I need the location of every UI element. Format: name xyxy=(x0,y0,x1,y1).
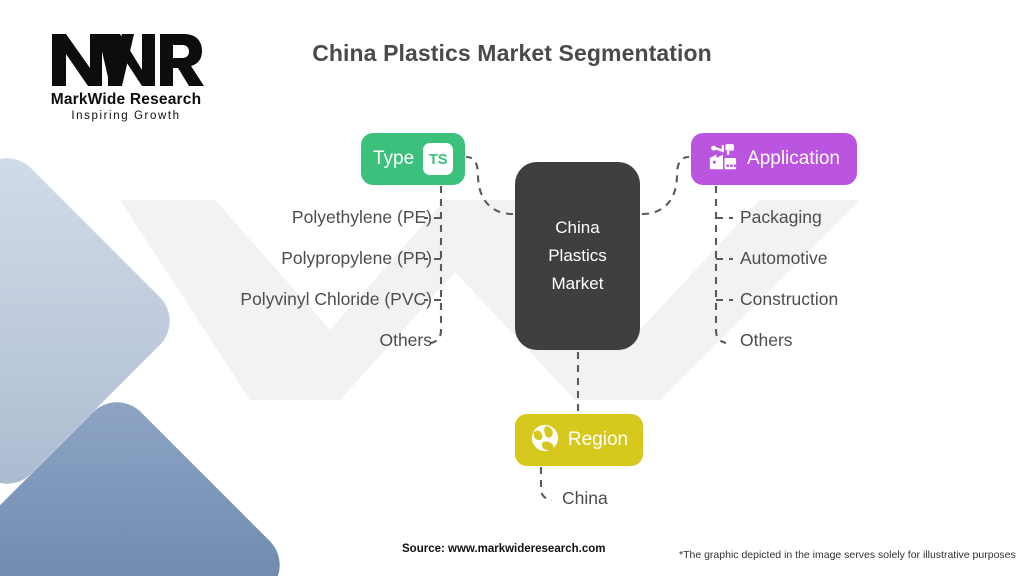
logo-company-name: MarkWide Research xyxy=(50,91,202,108)
center-node-line-3: Market xyxy=(551,274,604,293)
branch-node-type[interactable]: Type TS xyxy=(361,133,465,185)
leaf-application-3: Construction xyxy=(740,289,839,309)
leaf-type-2: Polypropylene (PP) xyxy=(281,248,432,268)
connector-region-spine xyxy=(539,467,553,502)
factory-robot-icon xyxy=(708,142,738,177)
ts-badge-icon: TS xyxy=(423,143,453,175)
connector-type-spine xyxy=(430,186,443,345)
leaf-type-1: Polyethylene (PE) xyxy=(291,207,432,227)
leaf-application-1: Packaging xyxy=(740,207,822,227)
logo-tagline: Inspiring Growth xyxy=(71,110,181,122)
branch-node-region[interactable]: Region xyxy=(515,414,643,466)
leaf-region-1: China xyxy=(562,488,608,508)
leaf-application-4: Others xyxy=(740,330,793,350)
page-title: China Plastics Market Segmentation xyxy=(312,40,712,66)
globe-icon xyxy=(530,423,560,458)
leaf-type-3: Polyvinyl Chloride (PVC) xyxy=(240,289,432,309)
center-node[interactable]: China Plastics Market xyxy=(515,162,640,350)
branch-label-region: Region xyxy=(567,429,629,450)
source-credit: Source: www.markwideresearch.com xyxy=(402,543,606,555)
branch-node-application[interactable]: Application xyxy=(691,133,857,185)
disclaimer-note: *The graphic depicted in the image serve… xyxy=(679,549,1016,561)
branch-label-application: Application xyxy=(747,148,840,169)
connector-center-to-application xyxy=(641,155,690,216)
leaf-type-4: Others xyxy=(379,330,432,350)
center-node-line-2: Plastics xyxy=(548,246,607,265)
branch-label-type: Type xyxy=(373,148,415,169)
brand-logo: MarkWide Research Inspiring Growth xyxy=(26,28,226,122)
mwr-logo-icon xyxy=(52,34,204,86)
connector-application-spine xyxy=(714,186,727,345)
leaf-application-2: Automotive xyxy=(740,248,828,268)
connector-center-to-type xyxy=(465,155,514,216)
center-node-line-1: China xyxy=(555,218,600,237)
